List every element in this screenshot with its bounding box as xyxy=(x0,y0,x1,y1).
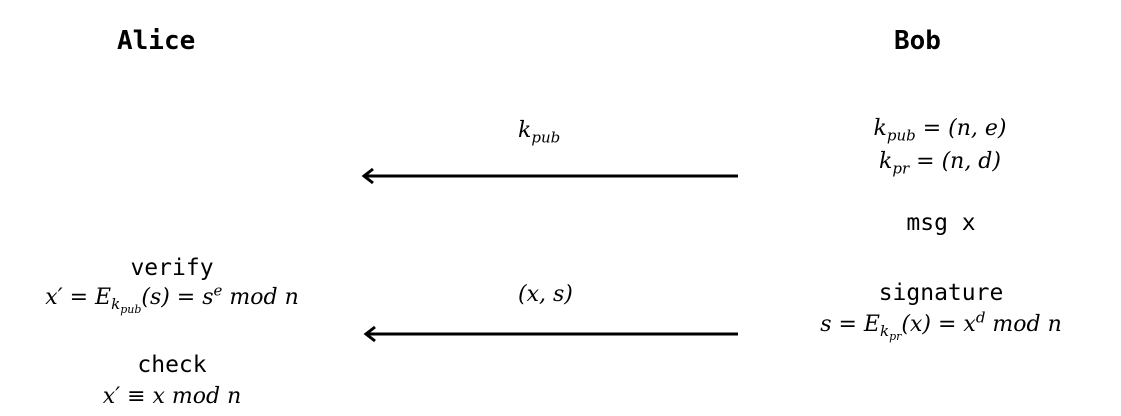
arrow-1 xyxy=(361,167,738,185)
verify-label: verify xyxy=(130,255,214,281)
bob-title: Bob xyxy=(894,26,941,56)
signature-formula-tail: mod n xyxy=(985,312,1062,337)
verify-formula-arg: (s) = s xyxy=(141,285,214,310)
pub-key-subscript: pub xyxy=(886,126,916,145)
arrow-1-label-sub: pub xyxy=(531,128,561,147)
arrow-2-label: (x, s) xyxy=(518,282,573,307)
alice-title: Alice xyxy=(117,26,196,56)
bob-message-label: msg x xyxy=(906,210,976,236)
arrow-1-label-k: k xyxy=(518,118,532,143)
signature-sub-pr: pr xyxy=(889,330,902,344)
verify-sub-pub: pub xyxy=(120,303,142,317)
signature-formula-arg: (x) = x xyxy=(901,312,976,337)
arrow-2 xyxy=(363,325,738,343)
signature-formula-lhs: s = E xyxy=(820,312,880,337)
signature-formula: s = Ekpr(x) = xd mod n xyxy=(761,308,1121,342)
pr-key-value: = (n, d) xyxy=(916,149,1001,174)
verify-formula-tail: mod n xyxy=(222,285,299,310)
check-formula: x′ ≡ x mod n xyxy=(102,384,242,409)
arrow-1-label: kpub xyxy=(518,118,561,147)
verify-exponent: e xyxy=(213,281,223,300)
verify-sub-k: k xyxy=(111,295,121,314)
pub-key-value: = (n, e) xyxy=(922,116,1007,141)
verify-formula-lhs: x′ = E xyxy=(45,285,112,310)
bob-public-key: kpub = (n, e) xyxy=(760,116,1120,145)
verify-formula: x′ = Ekpub(s) = se mod n xyxy=(0,281,352,315)
signature-exponent: d xyxy=(975,308,986,327)
bob-private-key: kpr = (n, d) xyxy=(760,149,1120,178)
check-label: check xyxy=(137,352,207,378)
pr-key-subscript: pr xyxy=(892,159,910,178)
signature-label: signature xyxy=(878,280,1004,306)
signature-sub-k: k xyxy=(880,322,890,341)
pr-key-symbol: k xyxy=(879,149,893,174)
pub-key-symbol: k xyxy=(873,116,887,141)
